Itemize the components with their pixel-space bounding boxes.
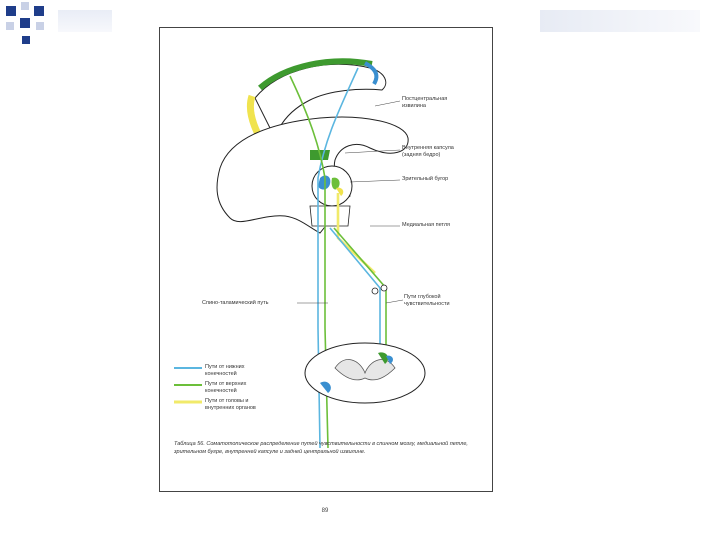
decor-square: [6, 22, 14, 30]
decor-square: [34, 6, 44, 16]
ganglion: [372, 288, 378, 294]
leader-line: [350, 180, 400, 182]
leader-line: [375, 101, 400, 106]
label-thalamus: Зрительный бугор: [402, 176, 448, 183]
figure-caption: Таблица 56. Соматотопическое распределен…: [174, 440, 480, 456]
legend-item-head-organs: Пути от головы и внутренних органов: [205, 398, 275, 411]
label-spinothalamic: Спино-таламический путь: [202, 300, 268, 307]
ganglion: [381, 285, 387, 291]
tract-deep-green: [334, 228, 386, 358]
brainstem: [310, 206, 350, 226]
page-number: 89: [310, 508, 340, 514]
label-internal-capsule: Внутренняя капсула (задняя бедро): [402, 145, 454, 158]
label-deep-sensitivity: Пути глубокой чувствительности: [404, 294, 484, 307]
scanned-page: Постцентральная извилина Внутренняя капс…: [159, 27, 493, 492]
leader-line: [386, 300, 403, 303]
decor-square: [22, 36, 30, 44]
slide-decor-bar-right: [540, 10, 700, 32]
decor-square: [20, 18, 30, 28]
decor-square: [21, 2, 29, 10]
label-postcentral-gyrus: Постцентральная извилина: [402, 96, 447, 109]
decor-square: [6, 6, 16, 16]
label-medial-lemniscus: Медиальная петля: [402, 222, 450, 229]
decor-square: [36, 22, 44, 30]
legend-item-upper-limbs: Пути от верхних конечностей: [205, 381, 246, 394]
slide-decor-bar: [58, 10, 112, 32]
legend-item-lower-limbs: Пути от нижних конечностей: [205, 364, 244, 377]
